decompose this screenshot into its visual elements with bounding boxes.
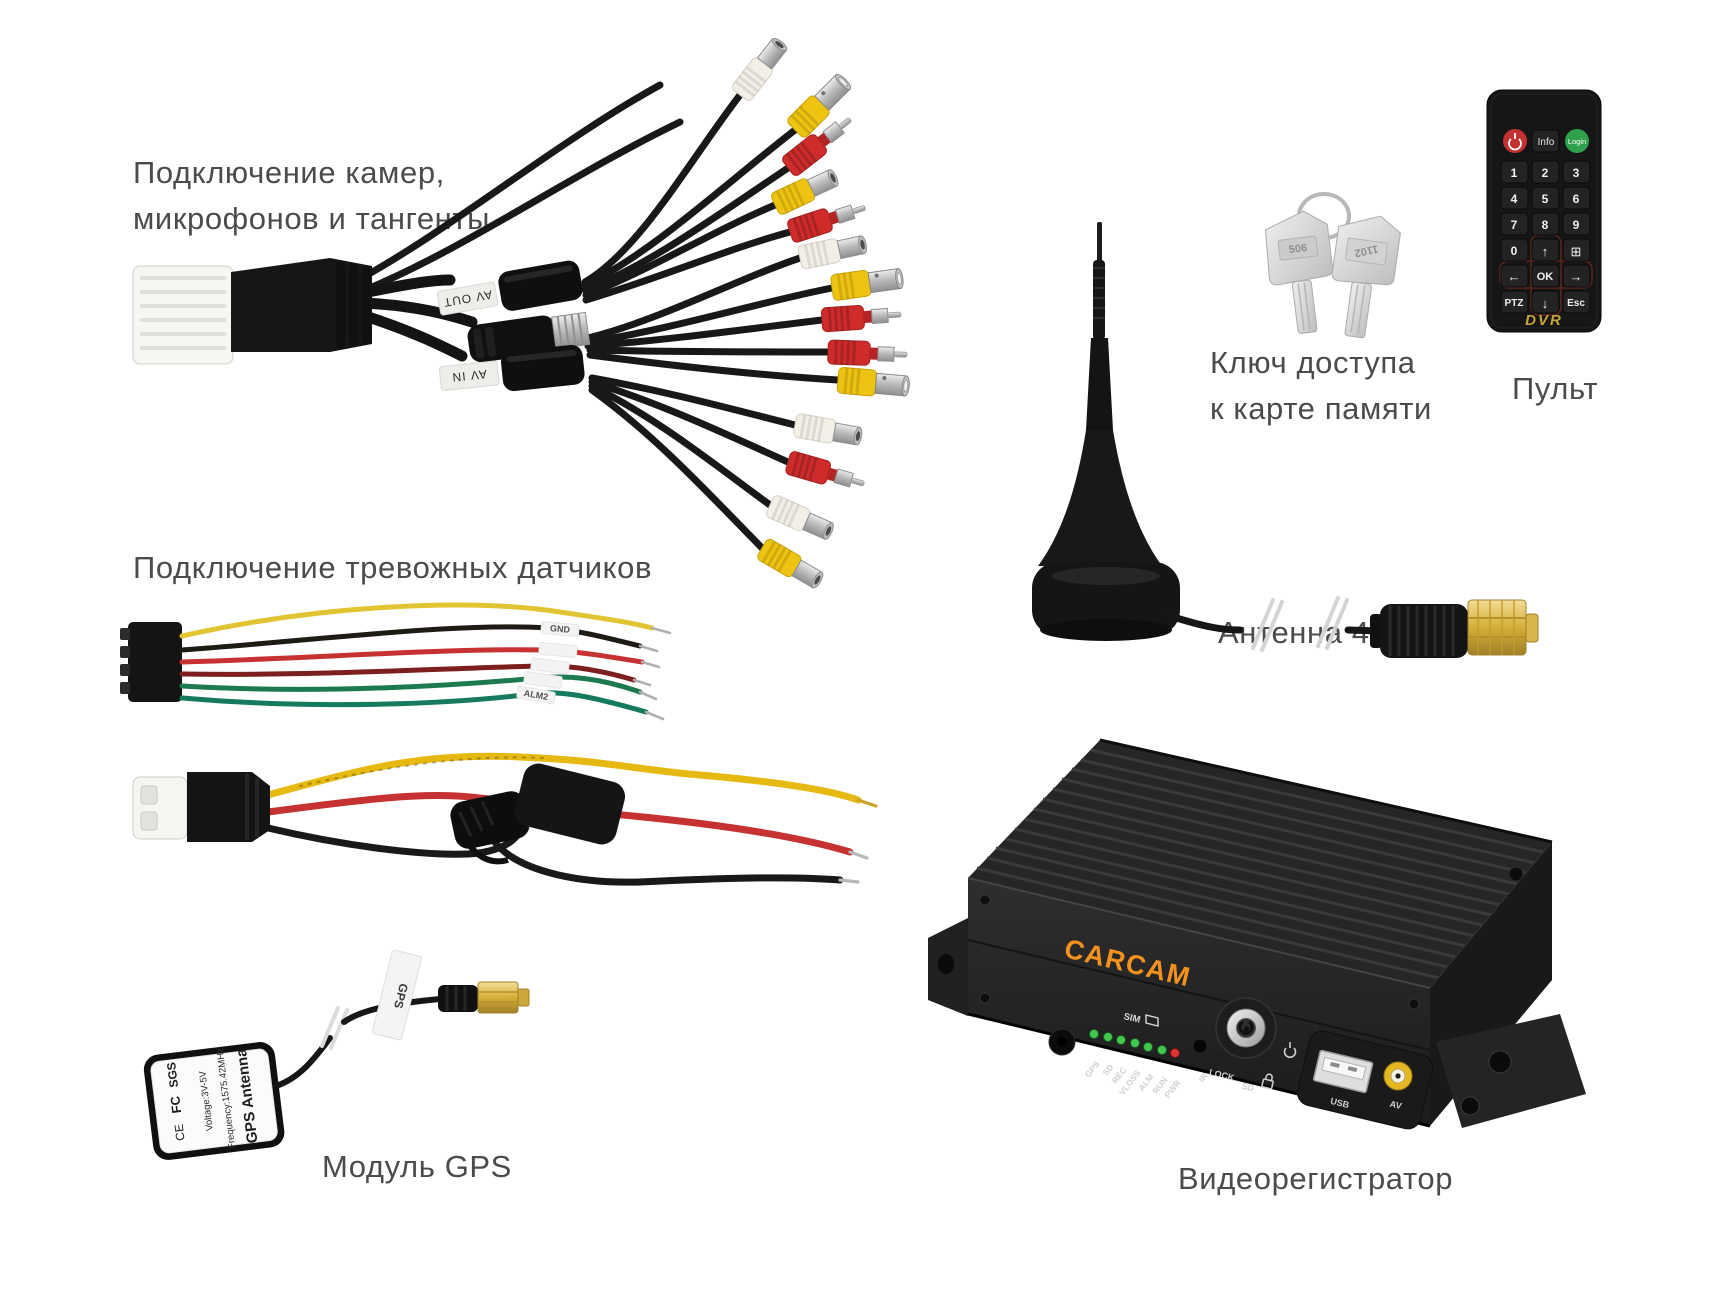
gps-module-photo: GPS Antenna Frequency:1575.42MHz Voltage… <box>143 949 530 1160</box>
svg-text:1: 1 <box>1511 166 1518 180</box>
dvr-sim-label: SIM <box>1122 1011 1141 1026</box>
gps-cable-tag-text: GPS <box>391 982 411 1010</box>
rca-white-4 <box>763 492 839 545</box>
rca-red-5 <box>783 448 869 497</box>
rca-red-4 <box>826 338 909 369</box>
gps-cert-ce: CE <box>172 1123 188 1141</box>
antenna-sma-connector <box>1370 599 1539 658</box>
remote-login-label: Login <box>1568 137 1586 146</box>
padlock-icon <box>1261 1073 1274 1090</box>
camera-harness-photo: AV OUT AV IN <box>132 32 912 594</box>
rca-white-1 <box>729 32 793 104</box>
led-label-gps: GPS <box>1083 1059 1102 1080</box>
ir-sensor <box>1192 1038 1208 1054</box>
caption-sd-keys: Ключ доступа к карте памяти <box>1210 340 1432 432</box>
remote-down-button: ↓ <box>1542 296 1549 311</box>
caption-camera-line2: микрофонов и тангенты <box>133 201 491 236</box>
rca-red-3 <box>819 301 904 334</box>
usb-label: USB <box>1329 1096 1350 1110</box>
fuse-holder <box>450 763 626 865</box>
remote-zero-button: 0 <box>1511 244 1518 258</box>
rca-yellow-2 <box>754 536 828 594</box>
svg-text:6: 6 <box>1573 192 1580 206</box>
remote-up-button: ↑ <box>1542 244 1549 259</box>
av-jack <box>1383 1061 1413 1091</box>
remote-info-button: Info <box>1538 137 1555 148</box>
bnc-yellow-3 <box>835 365 912 401</box>
dvr-status-leds <box>1089 1029 1180 1058</box>
remote-left-button: ← <box>1508 269 1521 284</box>
gps-cert-sgs: SGS <box>164 1061 181 1088</box>
bnc-yellow-2 <box>828 263 907 303</box>
antenna-4g-photo <box>1032 222 1539 658</box>
remote-grid-button: ⊞ <box>1571 244 1582 259</box>
gps-cable-tag: GPS <box>372 949 422 1041</box>
key-right-code: 1102 <box>1353 242 1379 259</box>
svg-text:3: 3 <box>1573 166 1580 180</box>
svg-text:9: 9 <box>1573 218 1580 232</box>
key-left-code: 506 <box>1288 242 1308 256</box>
remote-digit-buttons: 1 2 3 4 5 6 7 8 9 <box>1500 160 1591 236</box>
dvr-key-lock <box>1215 997 1277 1059</box>
bnc-yellow-1 <box>784 68 857 141</box>
remote-esc-button: Esc <box>1567 298 1585 309</box>
av-in-branch: AV IN <box>438 344 585 392</box>
remote-ptz-button: PTZ <box>1505 298 1524 309</box>
remote-login-button <box>1565 129 1589 153</box>
alarm-wire-tag-gnd: GND <box>550 623 571 635</box>
caption-remote: Пульт <box>1512 371 1599 406</box>
lock-sd-label: SD <box>1241 1081 1256 1094</box>
gps-sma-connector <box>438 981 530 1014</box>
caption-keys-line1: Ключ доступа <box>1210 345 1416 380</box>
alarm-wire-tag-alm2: ALM2 <box>523 688 549 702</box>
av-label: AV <box>1389 1099 1403 1111</box>
caption-alarm-sensors: Подключение тревожных датчиков <box>133 550 653 585</box>
key-left: 506 <box>1264 210 1334 334</box>
rca-white-3 <box>791 411 866 451</box>
av-in-tag: AV IN <box>451 367 488 385</box>
caption-gps-module: Модуль GPS <box>322 1149 512 1184</box>
caption-camera-line1: Подключение камер, <box>133 155 445 190</box>
keys-photo: 506 1102 <box>1264 192 1401 339</box>
remote-right-button: → <box>1570 269 1583 284</box>
remote-power-button <box>1503 129 1527 153</box>
av-out-branch: AV OUT <box>436 260 583 316</box>
remote-ok-button: OK <box>1537 271 1554 283</box>
power-cable-photo <box>132 752 878 886</box>
gps-cert-fcc: FC <box>167 1095 184 1115</box>
alarm-cable-photo: GND ALM2 <box>120 602 672 721</box>
svg-text:4: 4 <box>1511 192 1518 206</box>
sim-card-icon <box>1145 1014 1159 1027</box>
remote-brand: DVR <box>1525 312 1563 329</box>
caption-dvr: Видеорегистратор <box>1178 1161 1454 1196</box>
svg-text:5: 5 <box>1542 192 1549 206</box>
caption-camera-harness: Подключение камер, микрофонов и тангенты <box>133 150 490 242</box>
svg-text:7: 7 <box>1511 218 1518 232</box>
remote-photo: Info Login 1 2 3 4 5 6 7 8 <box>1486 89 1602 333</box>
caption-keys-line2: к карте памяти <box>1210 391 1432 426</box>
usb-port <box>1312 1049 1374 1094</box>
svg-text:8: 8 <box>1542 218 1549 232</box>
dvr-photo: CARCAM SIM GPS SD REC VLOSS <box>928 738 1586 1130</box>
key-right: 1102 <box>1331 215 1401 339</box>
svg-text:2: 2 <box>1542 166 1549 180</box>
power-icon <box>1283 1042 1297 1059</box>
